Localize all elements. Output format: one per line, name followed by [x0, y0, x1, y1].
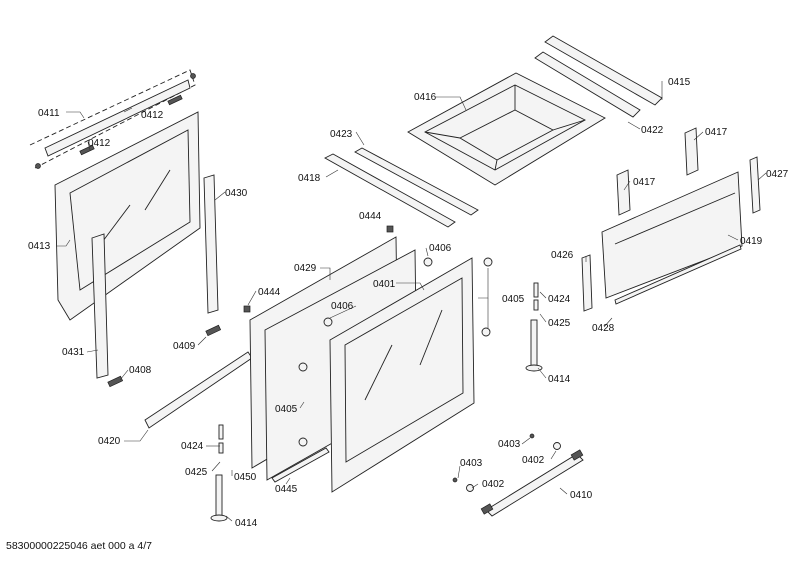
label-0402: 0402: [522, 455, 545, 466]
label-0415: 0415: [668, 77, 691, 88]
bottom-rail-0420: [144, 351, 253, 429]
side-rail-0430: [203, 174, 219, 314]
bottom-strip-0445: [271, 447, 330, 483]
screws-0403-0402: [452, 433, 561, 492]
label-0413: 0413: [28, 241, 51, 252]
label-0405: 0405: [502, 294, 525, 305]
label-0408: 0408: [129, 365, 152, 376]
end-cap-0427: [749, 156, 761, 214]
label-0406: 0406: [429, 243, 452, 254]
label-0416: 0416: [414, 92, 437, 103]
clip-0409: [205, 324, 222, 337]
label-0410: 0410: [570, 490, 593, 501]
label-0403: 0403: [460, 458, 483, 469]
side-rail-0431: [91, 233, 109, 379]
label-0417: 0417: [633, 177, 656, 188]
label-0423: 0423: [330, 129, 353, 140]
spacer-0444: [243, 225, 394, 313]
handle-0410: [480, 449, 584, 517]
label-0424: 0424: [181, 441, 204, 452]
label-0412: 0412: [141, 110, 164, 121]
rail-0422: [534, 51, 641, 118]
label-0411: 0411: [38, 108, 60, 119]
hinge-assembly-right: [525, 282, 543, 372]
label-0405: 0405: [275, 404, 298, 415]
label-0429: 0429: [294, 263, 317, 274]
label-0426: 0426: [551, 250, 574, 261]
rail-0423: [354, 147, 479, 216]
label-0412: 0412: [88, 138, 111, 149]
label-0403: 0403: [498, 439, 521, 450]
label-0424: 0424: [548, 294, 571, 305]
label-0414: 0414: [235, 518, 258, 529]
document-footer-id: 58300000225046 aet 000 a 4/7: [6, 540, 152, 552]
label-0444: 0444: [359, 211, 382, 222]
label-0431: 0431: [62, 347, 85, 358]
bumper-0405: [298, 257, 493, 447]
label-0409: 0409: [173, 341, 196, 352]
hinge-strip-0411: [44, 79, 191, 157]
drawer-front-0419: [601, 171, 743, 299]
inner-door-panel: [54, 111, 201, 321]
label-0418: 0418: [298, 173, 321, 184]
label-0427: 0427: [766, 169, 789, 180]
label-0430: 0430: [225, 188, 248, 199]
rail-0418: [324, 153, 456, 228]
label-0401: 0401: [373, 279, 396, 290]
label-0422: 0422: [641, 125, 664, 136]
label-0417: 0417: [705, 127, 728, 138]
strip-0428: [614, 244, 742, 305]
bumper-0406: [323, 257, 433, 327]
label-0425: 0425: [548, 318, 571, 329]
leader-lines: [56, 81, 767, 522]
label-0419: 0419: [740, 236, 763, 247]
clip-0412: [35, 73, 196, 169]
label-0406: 0406: [331, 301, 354, 312]
bracket-0417: [616, 127, 699, 216]
label-0450: 0450: [234, 472, 257, 483]
part-labels: 0411 0412 0412 0413 0430 0431 0409 0408 …: [28, 77, 789, 529]
label-0445: 0445: [275, 484, 298, 495]
outer-door-glass-0401: [329, 257, 475, 493]
label-0425: 0425: [185, 467, 208, 478]
end-cap-0426: [581, 254, 593, 312]
label-0402: 0402: [482, 479, 505, 490]
label-0444: 0444: [258, 287, 281, 298]
label-0414: 0414: [548, 374, 571, 385]
label-0428: 0428: [592, 323, 615, 334]
hinge-assembly-left: [210, 424, 228, 522]
drawer-tray-0416: [407, 72, 606, 186]
label-0420: 0420: [98, 436, 121, 447]
clip-0408: [107, 375, 124, 388]
